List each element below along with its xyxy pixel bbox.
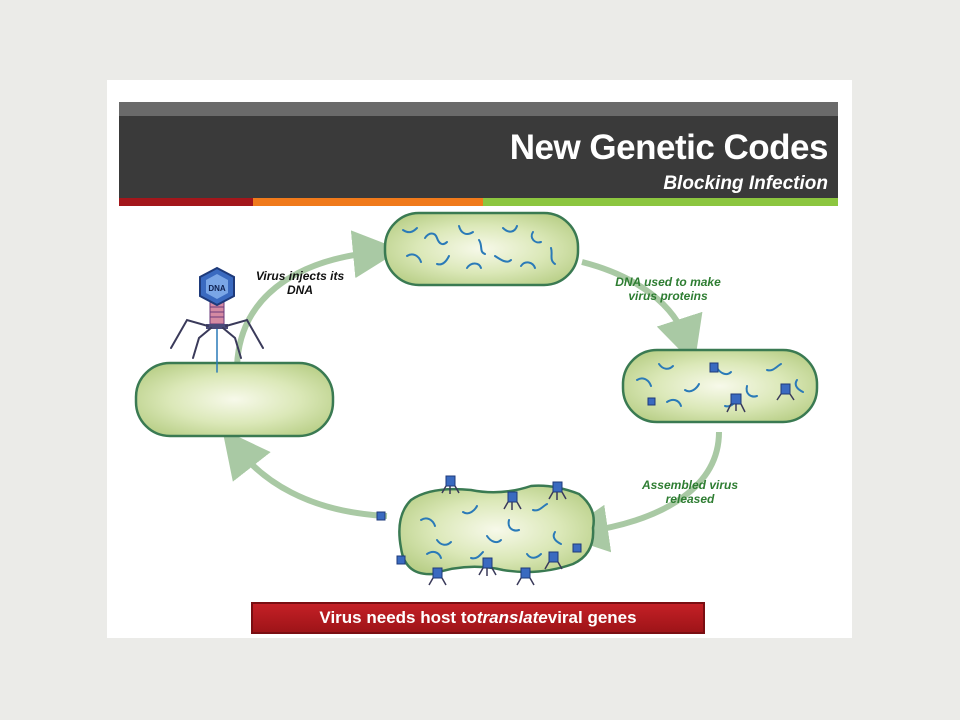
released-bacteriophages — [376, 475, 582, 579]
header-topline — [119, 102, 838, 116]
label-dna-proteins: DNA used to make virus proteins — [615, 275, 721, 303]
arrow-top-to-right — [581, 259, 703, 365]
infection-cycle-diagram: DNA — [134, 211, 819, 586]
slide: New Genetic Codes Blocking Infection — [107, 80, 852, 638]
accent-bar-orange — [253, 198, 483, 206]
arrow-inject-to-top — [234, 230, 401, 368]
accent-bar-green — [483, 198, 838, 206]
banner-emphasis: translate — [476, 608, 548, 627]
bacterium-top — [383, 211, 580, 287]
label-virus-released: Assembled virus released — [641, 478, 739, 506]
bacterium-left — [134, 361, 335, 438]
title-header: New Genetic Codes Blocking Infection — [119, 102, 838, 206]
arrow-bottom-to-left — [222, 429, 388, 519]
bacterium-bottom — [398, 484, 595, 576]
conclusion-banner: Virus needs host to translate viral gene… — [251, 602, 705, 634]
dna-badge: DNA — [208, 284, 226, 293]
slide-subtitle: Blocking Infection — [663, 173, 828, 194]
arrow-right-to-bottom — [560, 431, 722, 553]
accent-bar-red — [119, 198, 253, 206]
label-virus-injects: Virus injects its DNA — [255, 269, 345, 297]
bacterium-right — [621, 348, 819, 424]
slide-title: New Genetic Codes — [509, 128, 829, 167]
bacteriophage-injecting — [170, 266, 264, 373]
banner-suffix: viral genes — [547, 608, 637, 627]
banner-prefix: Virus needs host to — [319, 608, 477, 627]
